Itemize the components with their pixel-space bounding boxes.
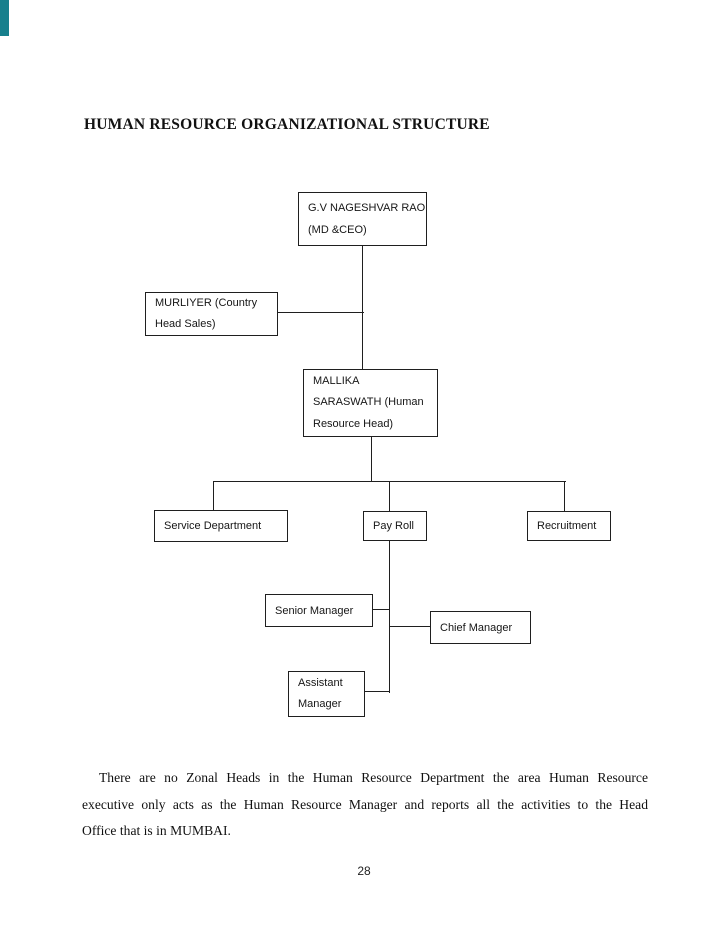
- org-node-label: Resource Head): [313, 417, 394, 430]
- org-node-label: MALLIKA: [313, 374, 360, 387]
- org-node-country-head-sales: MURLIYER (Country Head Sales): [145, 292, 278, 336]
- org-node-service-department: Service Department: [154, 510, 288, 542]
- org-node-pay-roll: Pay Roll: [363, 511, 427, 541]
- org-node-senior-manager: Senior Manager: [265, 594, 373, 627]
- connector-line: [390, 626, 431, 628]
- org-node-label: Chief Manager: [440, 621, 513, 634]
- connector-line: [389, 481, 391, 512]
- body-paragraph-line: executive only acts as the Human Resourc…: [82, 796, 648, 812]
- page-title: HUMAN RESOURCE ORGANIZATIONAL STRUCTURE: [84, 116, 490, 133]
- org-node-label: G.V NAGESHVAR RAO: [308, 202, 426, 214]
- org-node-label: MURLIYER (Country: [155, 297, 258, 309]
- org-node-label: Pay Roll: [373, 520, 414, 532]
- connector-line: [362, 245, 364, 369]
- connector-line: [564, 481, 566, 512]
- connector-line: [371, 436, 373, 482]
- connector-line: [372, 609, 390, 611]
- connector-line: [213, 481, 215, 511]
- org-node-assistant-manager: Assistant Manager: [288, 671, 365, 717]
- connector-line: [389, 540, 391, 693]
- corner-accent-bar: [0, 0, 9, 36]
- org-node-recruitment: Recruitment: [527, 511, 611, 541]
- page-number: 28: [357, 864, 371, 878]
- org-node-label: Head Sales): [155, 318, 216, 330]
- body-paragraph-line: There are no Zonal Heads in the Human Re…: [99, 770, 648, 785]
- org-node-label: Recruitment: [537, 520, 597, 532]
- org-node-hr-head: MALLIKA SARASWATH (Human Resource Head): [303, 369, 438, 437]
- org-node-md-ceo: G.V NAGESHVAR RAO (MD &CEO): [298, 192, 427, 246]
- connector-line: [278, 312, 364, 314]
- org-node-label: SARASWATH (Human: [313, 396, 424, 409]
- org-node-label: Assistant: [298, 677, 343, 689]
- org-node-label: Manager: [298, 698, 342, 710]
- org-node-label: Senior Manager: [275, 604, 354, 617]
- body-paragraph-line: Office that is in MUMBAI.: [82, 823, 231, 838]
- org-node-label: (MD &CEO): [308, 224, 367, 236]
- org-node-chief-manager: Chief Manager: [430, 611, 531, 644]
- body-paragraph: There are no Zonal Heads in the Human Re…: [82, 765, 648, 845]
- connector-line: [364, 691, 390, 693]
- org-node-label: Service Department: [164, 520, 262, 532]
